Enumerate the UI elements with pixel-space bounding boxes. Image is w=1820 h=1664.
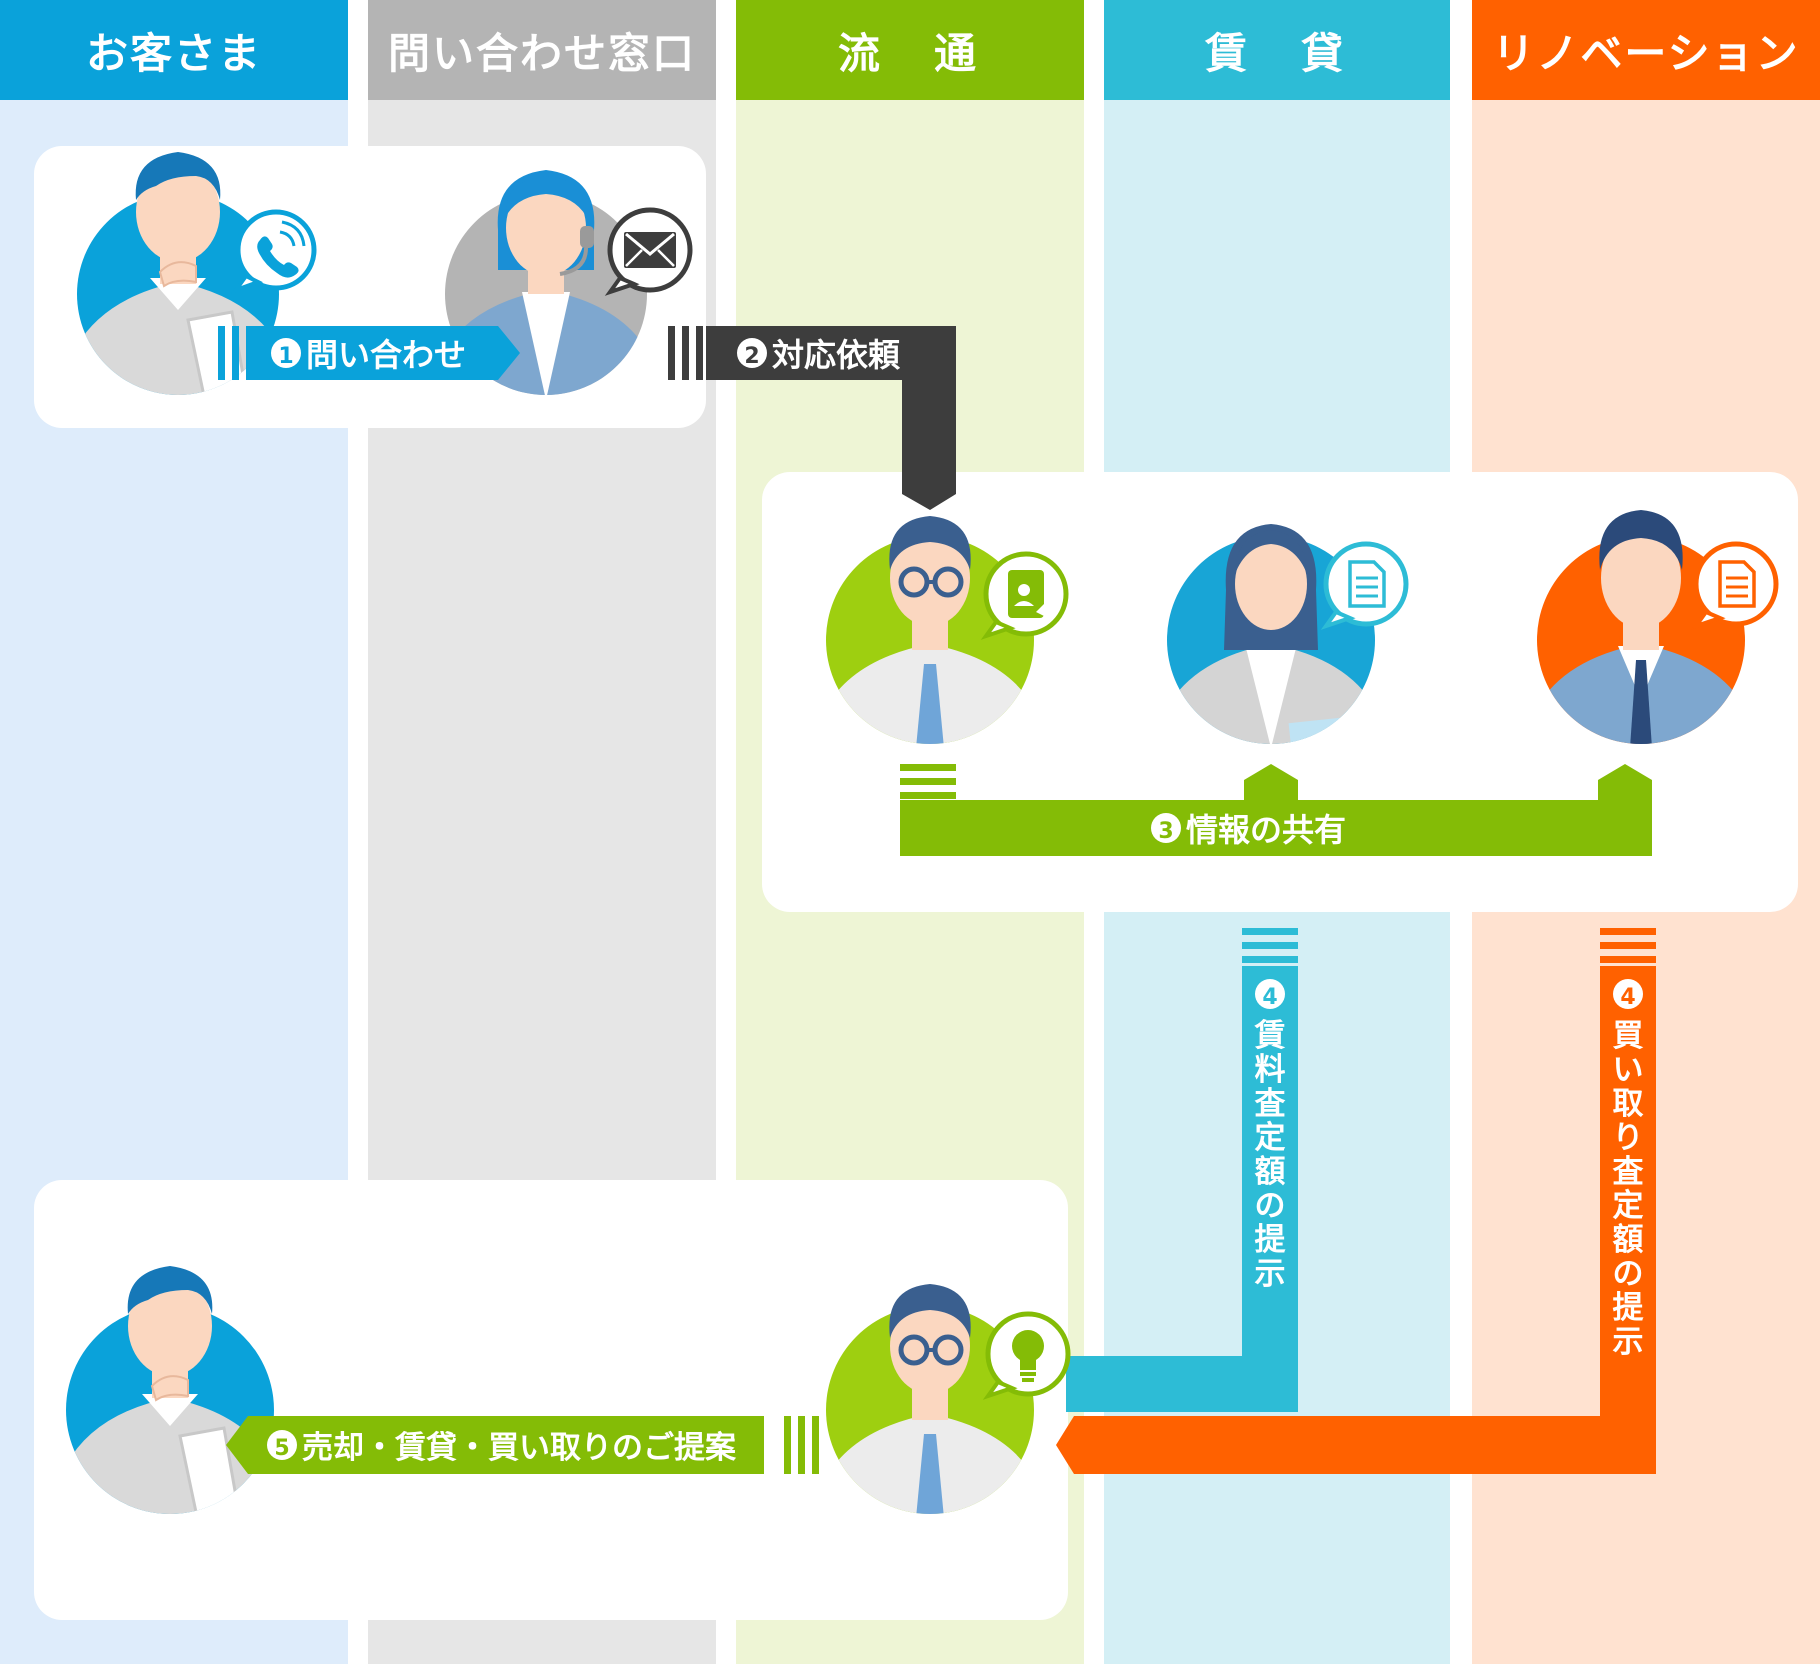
lane-header-inquiry: 問い合わせ窓口 [368, 0, 716, 100]
step4b-char: り [1613, 1120, 1644, 1156]
customer-avatar-icon-bottom [66, 1266, 274, 1514]
step4a-number: 4 [1262, 985, 1277, 1010]
step4b-char: 定 [1613, 1188, 1644, 1224]
step1-text: 問い合わせ [306, 336, 466, 374]
step4b-char: 買 [1613, 1018, 1644, 1054]
contact-card-bubble-icon [980, 551, 1069, 640]
step2-label: 2 対応依頼 [737, 336, 901, 374]
step1-label: 1 問い合わせ [271, 336, 466, 374]
step4b-char: 提 [1613, 1290, 1645, 1326]
lane-header-renovation: リノベーション [1472, 0, 1820, 100]
step4a-arrow [1066, 928, 1298, 1412]
step4b-char: 示 [1613, 1324, 1644, 1360]
step4a-char: 定 [1255, 1120, 1286, 1156]
step4b-char: 取 [1613, 1086, 1644, 1122]
document-bubble-icon [1320, 541, 1409, 630]
step4a-char: 提 [1255, 1222, 1287, 1258]
step2-number: 2 [744, 344, 759, 369]
step3-number: 3 [1158, 819, 1173, 844]
distribution-staff-avatar-icon [826, 516, 1034, 744]
step4a-char: 査 [1255, 1086, 1286, 1122]
lane-header-customer: お客さま [0, 0, 348, 100]
renovation-staff-avatar-icon [1537, 510, 1745, 744]
lane-header-distribution: 流 通 [736, 0, 1084, 100]
step4b-arrow [1056, 928, 1656, 1474]
step4b-number: 4 [1620, 985, 1635, 1010]
step4b-char: い [1613, 1052, 1644, 1088]
step5-label: 5 売却・賃貸・買い取りのご提案 [267, 1430, 737, 1466]
step1-number: 1 [278, 344, 293, 369]
step3-text: 情報の共有 [1186, 811, 1346, 849]
rental-staff-avatar-icon [1167, 524, 1375, 744]
step4b-char: 査 [1613, 1154, 1644, 1190]
step4a-char: の [1255, 1188, 1286, 1224]
mail-bubble-icon [604, 207, 693, 296]
step4a-char: 額 [1255, 1154, 1286, 1190]
proposal-box [34, 1180, 1068, 1620]
phone-bubble-icon [230, 209, 317, 295]
distribution-staff-avatar-icon-bottom [826, 1284, 1034, 1514]
step4a-char: 料 [1255, 1052, 1286, 1088]
lightbulb-bubble-icon [982, 1311, 1071, 1400]
step1-arrow [218, 326, 520, 380]
step4a-char: 賃 [1254, 1018, 1286, 1054]
step5-text: 売却・賃貸・買い取りのご提案 [302, 1430, 737, 1466]
step4a-char: 示 [1255, 1256, 1286, 1292]
step3-arrow [900, 764, 1652, 856]
step3-label: 3 情報の共有 [1151, 811, 1346, 849]
step5-number: 5 [274, 1436, 289, 1461]
document-bubble-icon-renovation [1690, 541, 1779, 630]
step5-arrow [226, 1416, 819, 1474]
step4b-char: の [1613, 1256, 1644, 1292]
step2-text: 対応依頼 [772, 336, 901, 374]
step4b-char: 額 [1613, 1222, 1644, 1258]
lane-header-rental: 賃 貸 [1104, 0, 1450, 100]
step2-arrow [668, 326, 956, 510]
